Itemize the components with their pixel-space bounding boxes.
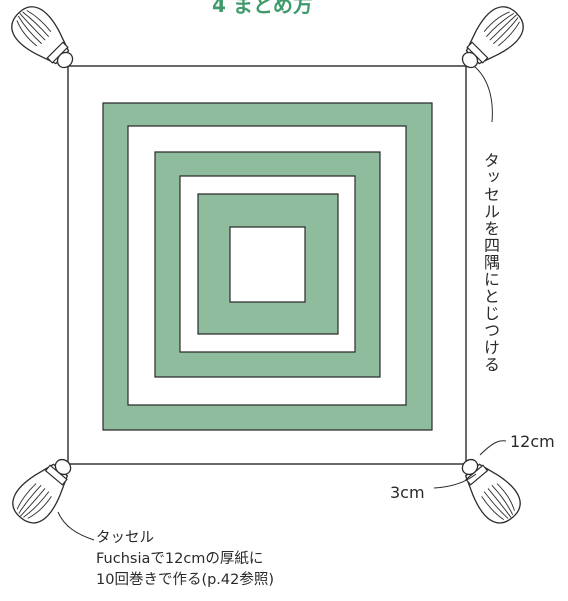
tassel-note: タッセル Fuchsiaで12cmの厚紙に 10回巻きで作る(p.42参照) bbox=[96, 528, 274, 591]
green-stripe-middle bbox=[154, 151, 381, 378]
square-pattern bbox=[102, 102, 433, 431]
leader-line-tassel-note bbox=[57, 511, 95, 541]
cushion-outline bbox=[67, 65, 467, 465]
binding-length-label: 3cm bbox=[390, 483, 425, 502]
tassel-note-line1: タッセル bbox=[96, 530, 154, 546]
green-stripe-outer bbox=[102, 102, 433, 431]
tassel-note-line3: 10回巻きで作る(p.42参照) bbox=[96, 572, 275, 588]
tassel-top-left bbox=[11, 6, 74, 69]
tassel-bottom-left bbox=[12, 458, 72, 524]
tassel-bottom-right bbox=[461, 458, 521, 524]
green-stripe-inner bbox=[197, 193, 339, 335]
tassel-top-right bbox=[461, 6, 524, 69]
leader-line-12cm bbox=[479, 440, 507, 456]
tassel-length-label: 12cm bbox=[510, 432, 555, 451]
page-title: 4 まとめ方 bbox=[212, 0, 313, 17]
leader-line-3cm bbox=[433, 473, 477, 489]
leader-line-tassel-corners bbox=[473, 65, 493, 123]
tassel-instruction-label: タッセルを四隅にとじつける bbox=[481, 152, 500, 373]
tassel-note-line2: Fuchsiaで12cmの厚紙に bbox=[96, 551, 264, 567]
